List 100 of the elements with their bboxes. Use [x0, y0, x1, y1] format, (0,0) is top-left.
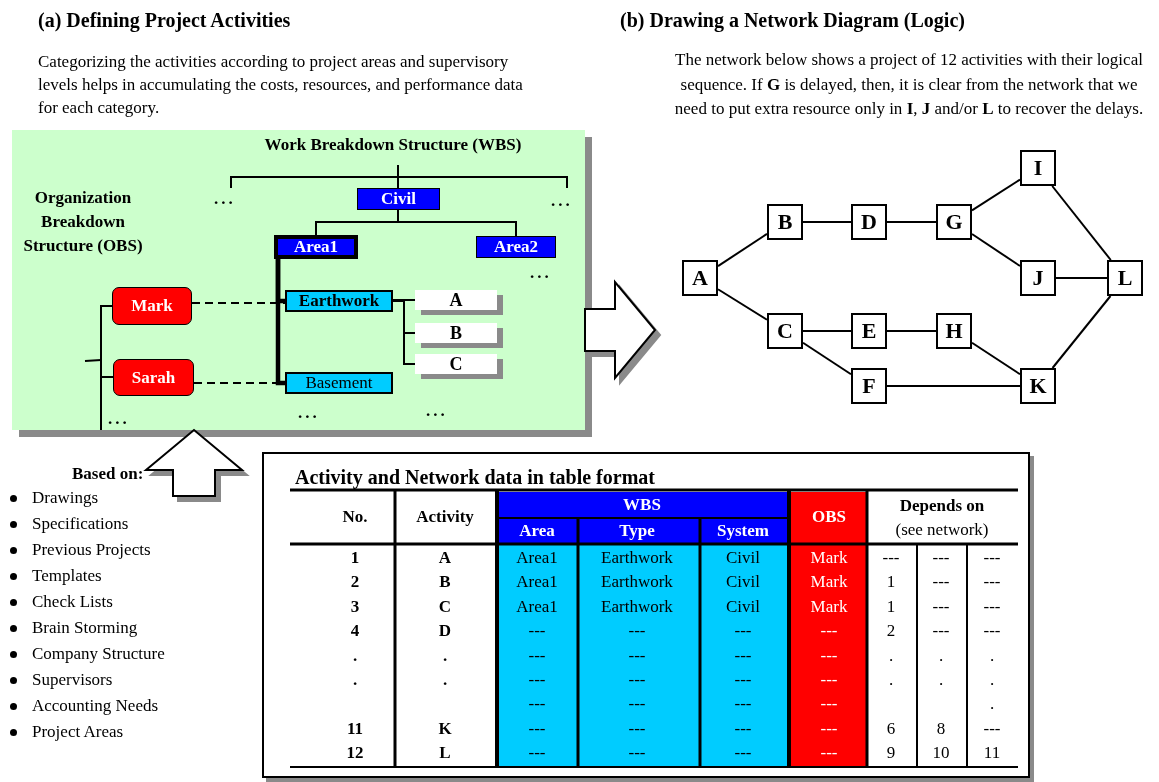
table-cell-text: ---	[627, 644, 647, 667]
table-cell-text: L	[438, 742, 452, 765]
ellipsis: ...	[530, 262, 553, 284]
connector	[275, 259, 285, 386]
table-cell-text: .	[937, 644, 945, 667]
table-cell-text: ---	[627, 717, 647, 740]
table-cell-text: Area1	[515, 571, 559, 594]
connector	[886, 385, 1021, 387]
table-cell-text: B	[438, 571, 452, 594]
list-item: Specifications	[32, 513, 130, 535]
table-cell-text: ---	[819, 717, 839, 740]
table-cell-text: Mark	[809, 547, 849, 569]
table-cell-text: ---	[733, 620, 753, 643]
table-cell-text: ---	[527, 620, 547, 643]
list-heading: Based on:	[72, 463, 145, 485]
table-cell-text: .	[351, 669, 359, 691]
dashed-connector	[191, 302, 286, 304]
table-cell-text: ---	[733, 742, 753, 765]
table-cell-text: ---	[733, 693, 753, 716]
activity-node: L	[1107, 260, 1143, 296]
table-cell-text: 11	[982, 742, 1002, 765]
ellipsis: ...	[426, 400, 449, 422]
connector	[802, 330, 852, 332]
table-cell-text: ---	[881, 547, 901, 569]
table-cell-text: 6	[885, 717, 897, 740]
activity-node: I	[1020, 150, 1056, 186]
wbs-box: Area1	[274, 235, 358, 259]
table-cell-text: ---	[733, 717, 753, 740]
table-cell-text: ---	[931, 547, 951, 569]
table-cell-text: ---	[982, 547, 1002, 569]
table-cell-text: ---	[527, 693, 547, 716]
connector	[802, 341, 852, 376]
table-cell-text: ---	[733, 669, 753, 691]
table-cell-text: Mark	[809, 571, 849, 594]
table-cell-text: ---	[527, 644, 547, 667]
description-text: Categorizing the activities according to project areas and supervisory levels helps in accumulating the costs, resources, and performance data for each category.	[38, 51, 524, 119]
table-cell-text: ---	[527, 669, 547, 691]
connector	[886, 221, 937, 223]
panel-heading: Organization Breakdown Structure (OBS)	[22, 187, 144, 257]
activity-node: A	[682, 260, 718, 296]
table-header: Depends on	[898, 495, 986, 517]
table-cell-text: Mark	[809, 595, 849, 618]
activity-node: G	[936, 204, 972, 240]
table-cell-text: Earthwork	[600, 571, 674, 594]
table-cell-text: ---	[982, 620, 1002, 643]
table-cell-text: Earthwork	[600, 547, 674, 569]
table-cell-text: K	[437, 717, 453, 740]
table-cell-text: Area1	[515, 547, 559, 569]
table-cell-text: C	[437, 595, 453, 618]
list-item: Accounting Needs	[32, 695, 160, 717]
list-item: Drawings	[32, 487, 100, 509]
table-cell-text: Civil	[725, 595, 761, 618]
table-header: WBS	[622, 494, 662, 516]
table-cell-text: .	[441, 669, 449, 691]
table-cell-text: ---	[982, 595, 1002, 618]
connector	[1051, 185, 1112, 261]
block-arrow	[143, 428, 245, 497]
table-header: Area	[518, 520, 556, 542]
table-cell-text: ---	[931, 595, 951, 618]
table-cell-text: 4	[349, 620, 361, 643]
list-item: Brain Storming	[32, 617, 139, 639]
table-cell-text: 11	[345, 717, 365, 740]
connector	[1055, 277, 1108, 279]
table-header: Activity	[415, 506, 475, 528]
table-cell-text: ---	[982, 717, 1002, 740]
activity-node: E	[851, 313, 887, 349]
activity-node: B	[767, 204, 803, 240]
table-cell-text: 3	[349, 595, 361, 618]
table-cell-text: ---	[733, 644, 753, 667]
table-cell-text: 12	[345, 742, 365, 765]
ellipsis: ...	[214, 188, 237, 210]
ellipsis: ...	[298, 402, 321, 424]
table-cell-text: ---	[527, 742, 547, 765]
list-item: Previous Projects	[32, 539, 152, 561]
table-cell-text: D	[437, 620, 453, 643]
table-cell-text: Civil	[725, 571, 761, 594]
section-title: (a) Defining Project Activities	[38, 8, 292, 32]
work-type-box: Earthwork	[285, 290, 393, 312]
list-item: Project Areas	[32, 721, 125, 743]
table-cell-text: A	[437, 547, 453, 569]
table-cell-text: .	[351, 644, 359, 667]
connector	[717, 288, 768, 321]
table-cell-text: 10	[931, 742, 951, 765]
table-cell-text: ---	[527, 717, 547, 740]
connector	[971, 178, 1021, 212]
connector	[717, 232, 768, 268]
table-cell-text: ---	[982, 571, 1002, 594]
table-cell-text: ---	[627, 693, 647, 716]
table-cell-text: .	[887, 644, 895, 667]
section-title: (b) Drawing a Network Diagram (Logic)	[620, 8, 966, 32]
table-cell-text: Earthwork	[600, 595, 674, 618]
connector	[397, 209, 517, 237]
connector	[1051, 295, 1112, 369]
table-title: Activity and Network data in table format	[295, 466, 655, 489]
table-cell-text: 1	[885, 571, 897, 594]
table-header: No.	[341, 506, 369, 528]
block-arrow	[584, 279, 657, 381]
table-cell-text: ---	[931, 620, 951, 643]
activity-node: K	[1020, 368, 1056, 404]
table-cell-text: .	[988, 693, 996, 716]
